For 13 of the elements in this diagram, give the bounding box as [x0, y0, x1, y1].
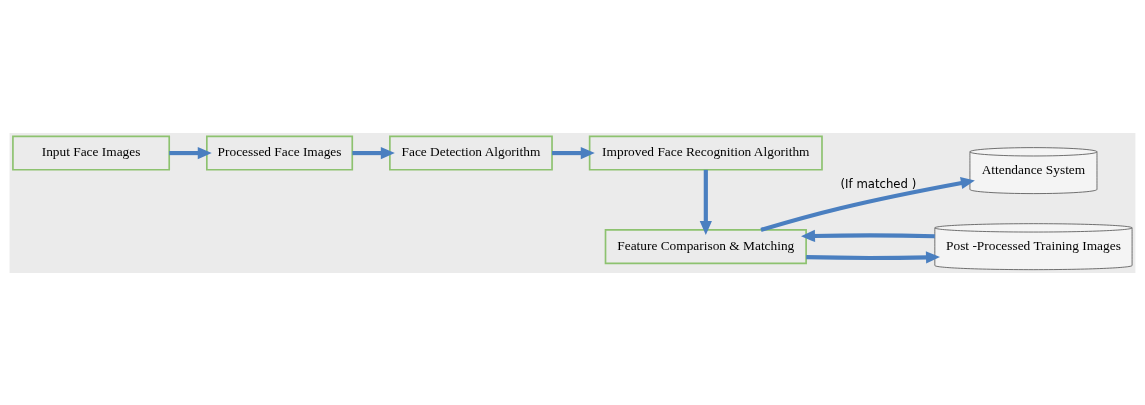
arrow: [169, 146, 212, 159]
node-box: Improved Face Recognition Algorithm: [588, 135, 823, 171]
edge-label: (If matched ): [840, 176, 917, 191]
arrow: [806, 250, 940, 263]
node-box: Input Face Images: [12, 135, 171, 171]
arrow: [801, 229, 935, 242]
node-box: Processed Face Images: [206, 135, 354, 171]
arrow: [760, 176, 975, 232]
arrow: [699, 169, 712, 235]
arrow: [352, 146, 395, 159]
arrow: [552, 146, 595, 159]
node-box: Feature Comparison & Matching: [604, 228, 807, 264]
node-box: Face Detection Algorithm: [389, 135, 553, 171]
